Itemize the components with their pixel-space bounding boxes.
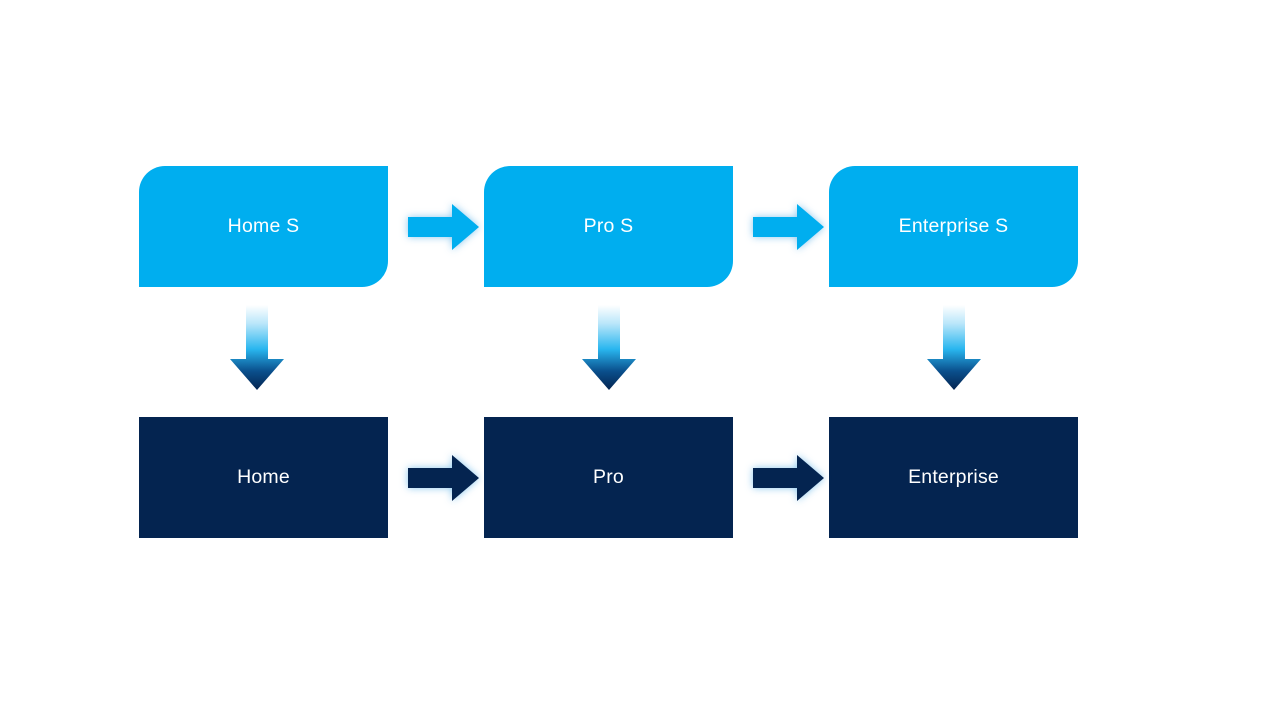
node-enterprise[interactable]: Enterprise <box>829 417 1078 538</box>
node-home-s-label: Home S <box>227 214 300 237</box>
node-enterprise-s[interactable]: Enterprise S <box>829 166 1078 287</box>
arrow-pro-s-to-enterprise-s-icon <box>753 202 825 252</box>
arrow-pro-to-enterprise-icon <box>753 453 825 503</box>
node-home-s[interactable]: Home S <box>139 166 388 287</box>
node-home[interactable]: Home <box>139 417 388 538</box>
node-pro-s[interactable]: Pro S <box>484 166 733 287</box>
node-home-label: Home <box>237 465 290 488</box>
node-pro-label: Pro <box>593 465 624 488</box>
arrow-home-s-to-home-icon <box>229 305 285 391</box>
arrow-pro-s-to-pro-icon <box>581 305 637 391</box>
node-enterprise-s-label: Enterprise S <box>898 214 1009 237</box>
node-enterprise-label: Enterprise <box>908 465 999 488</box>
arrow-home-to-pro-icon <box>408 453 480 503</box>
node-pro-s-label: Pro S <box>583 214 634 237</box>
arrow-home-s-to-pro-s-icon <box>408 202 480 252</box>
node-pro[interactable]: Pro <box>484 417 733 538</box>
arrow-enterprise-s-to-enterprise-icon <box>926 305 982 391</box>
